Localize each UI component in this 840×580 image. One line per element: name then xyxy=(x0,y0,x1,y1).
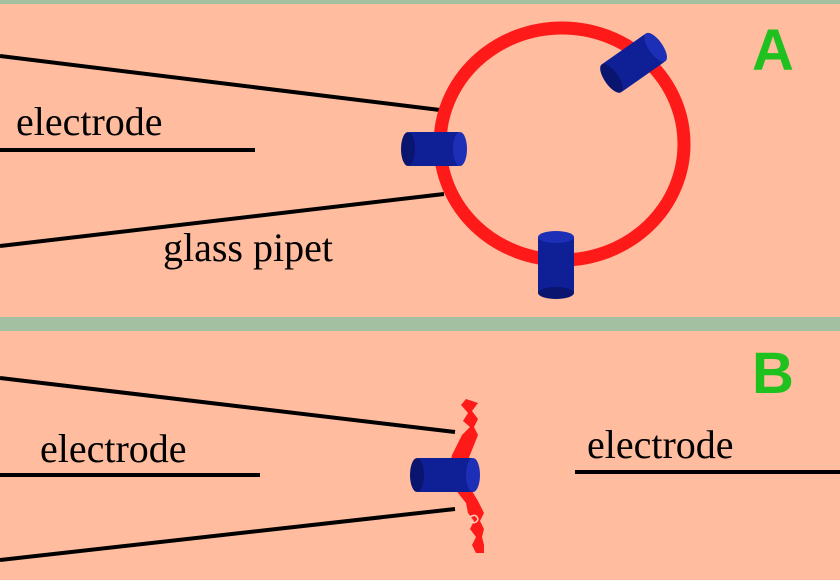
pipet-lower-wall xyxy=(0,192,445,248)
ion-channel-icon xyxy=(401,132,467,166)
electrode-label: electrode xyxy=(16,99,163,144)
panel-a-drawing xyxy=(0,21,691,299)
glass-pipet-label: glass pipet xyxy=(163,225,333,270)
membrane-patch xyxy=(450,399,484,553)
left-electrode-label: electrode xyxy=(40,426,187,471)
panel-a: electrode glass pipet A xyxy=(0,4,840,317)
pipet-upper-wall xyxy=(0,376,456,434)
panel-b: electrode electrode B xyxy=(0,331,840,580)
ion-channel-icon xyxy=(410,458,480,492)
panel-a-letter: A xyxy=(752,18,794,83)
pipet-upper-wall xyxy=(0,54,441,112)
right-electrode-label: electrode xyxy=(587,422,734,467)
pipet-lower-wall xyxy=(0,507,456,562)
ion-channel-icon xyxy=(600,32,668,93)
panel-b-drawing xyxy=(0,376,840,562)
panel-b-letter: B xyxy=(752,341,794,406)
ion-channel-icon xyxy=(538,231,574,299)
